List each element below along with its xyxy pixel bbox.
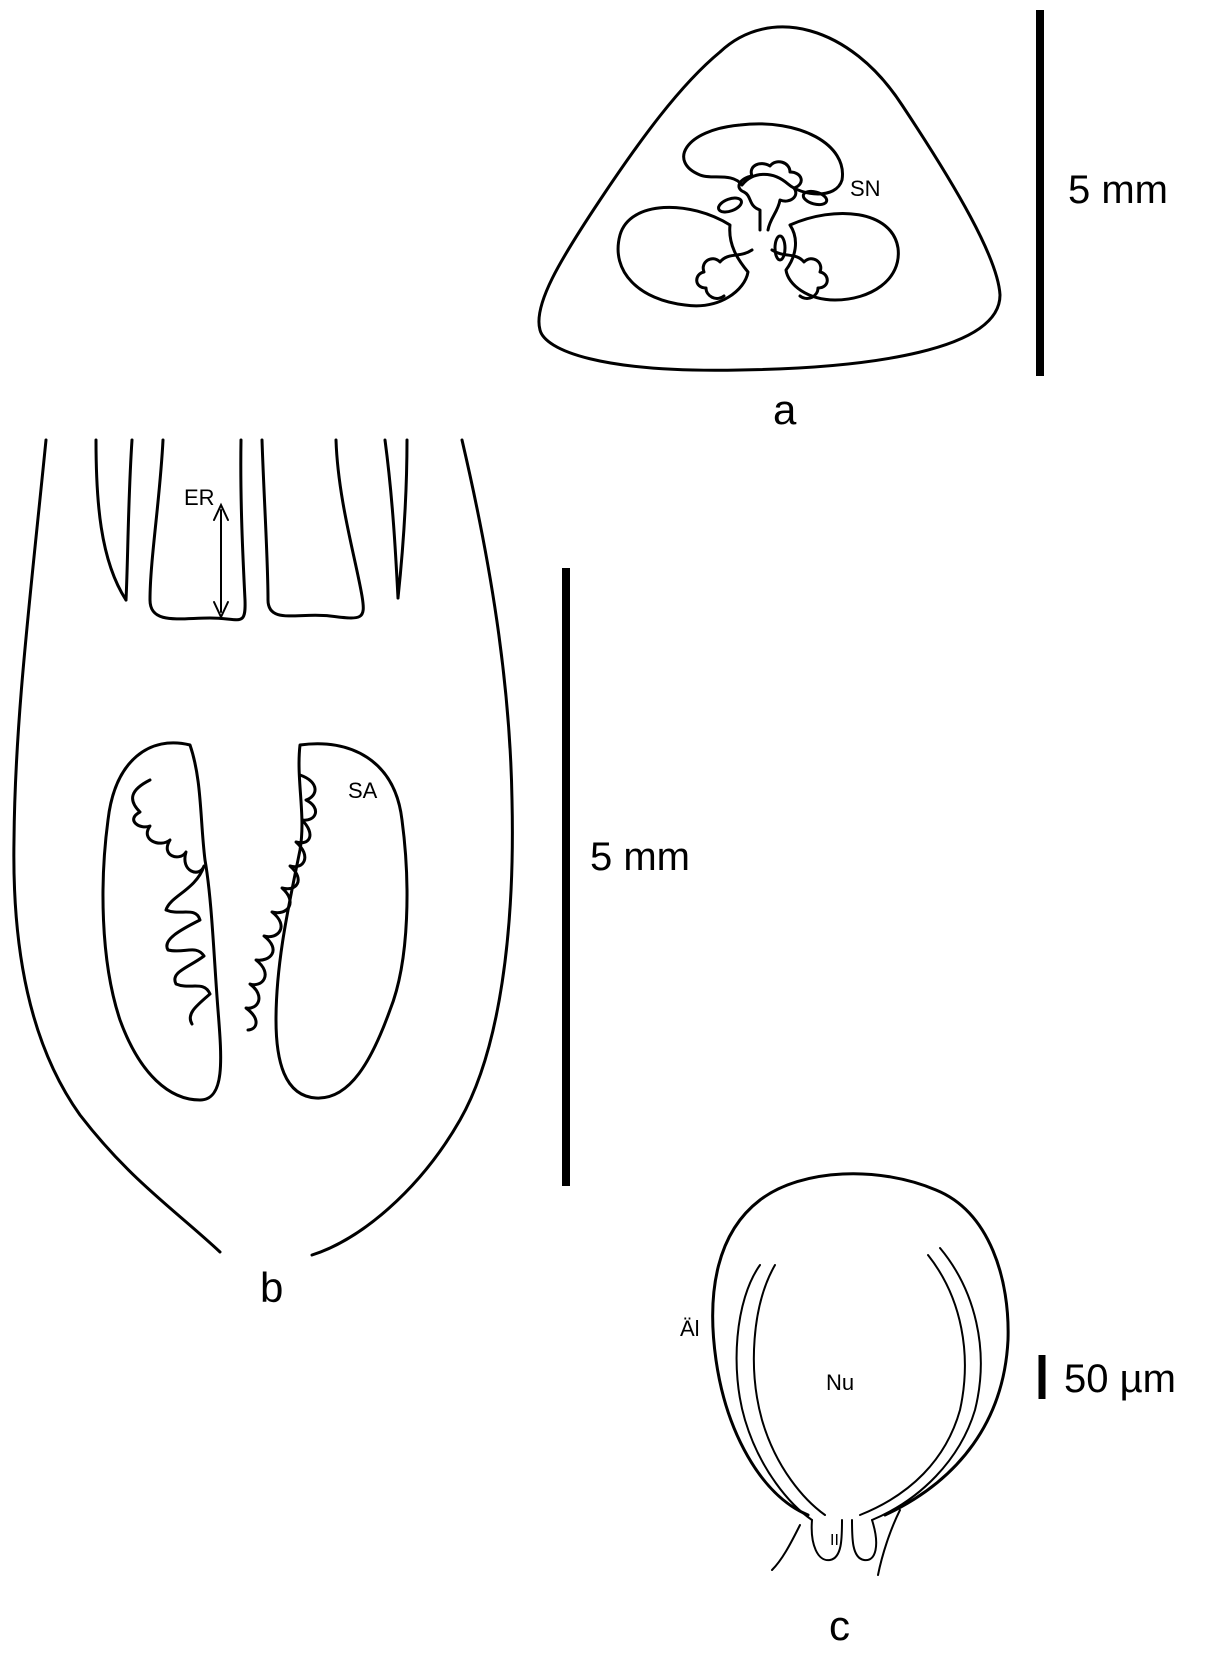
ovary-outer-wall-right [312,440,512,1255]
label-er: ER [184,485,215,510]
scale-label-a: 5 mm [1068,168,1168,212]
panel-letter-c: c [829,1602,850,1649]
panel-a: SN 5 mm a [539,10,1168,433]
nectary-slit-left [717,195,744,214]
locule-right [786,213,898,300]
inner-integument-right-inner [860,1255,965,1515]
stamen-right-outer [385,440,407,598]
funiculus-left [772,1525,800,1570]
nectary-slit-center [775,236,785,260]
scale-label-c: 50 µm [1064,1357,1176,1401]
septal-nectary-branch-top [739,162,801,230]
septal-nectary-right [246,775,316,1030]
locule-top [684,124,843,194]
locule-left-b [103,743,221,1100]
stamen-left-outer [96,440,132,600]
locule-right-b [276,744,407,1098]
funiculus-right [878,1510,900,1575]
inner-integument-left-outer [737,1265,812,1520]
style-base-left [150,440,245,620]
septal-nectary-left [133,780,210,1024]
panel-letter-a: a [773,386,797,433]
label-sa: SA [348,778,378,803]
panel-b: ER SA 5 mm b [14,440,690,1311]
ovary-outer-wall-left [14,440,220,1252]
micropyle [812,1520,876,1560]
panel-c: Äl Nu II 50 µm c [680,1174,1176,1649]
style-base-right [262,440,363,618]
nectary-slit-right [802,189,828,207]
inner-integument-left-inner [754,1265,825,1515]
label-ai: Äl [680,1316,700,1341]
septal-nectary-branch-left [697,250,752,298]
ovary-cross-section-outline [539,27,1000,370]
scale-label-b: 5 mm [590,835,690,879]
label-sn: SN [850,176,881,201]
label-nu: Nu [826,1370,854,1395]
label-ii: II [830,1532,839,1549]
panel-letter-b: b [260,1264,283,1311]
